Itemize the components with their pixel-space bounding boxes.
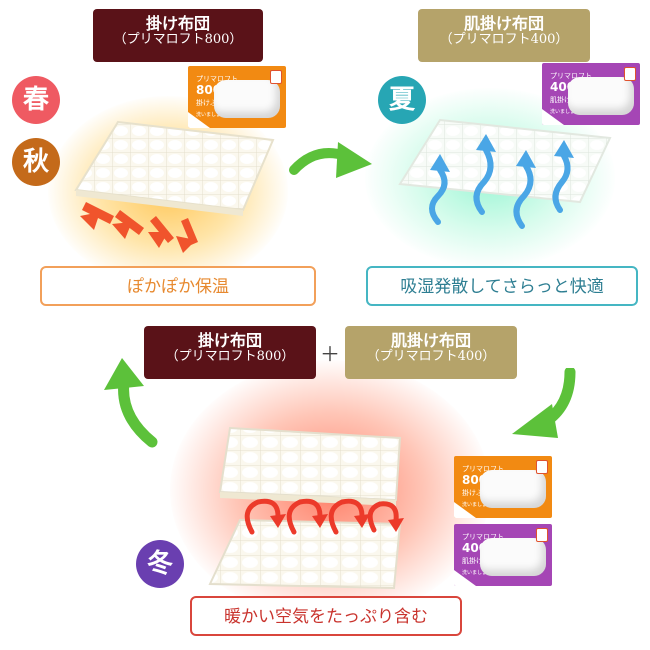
package-duvet-image: [480, 538, 546, 576]
winter-light-comforter-400-package: プリマロフト 400 肌掛けふとん 洗いましょう: [454, 524, 552, 586]
winter-comforter-800-package: プリマロフト 800 掛けふとん 洗いましょう: [454, 456, 552, 518]
comforter-illustration: [58, 110, 288, 260]
comforter-title: 掛け布団: [93, 15, 263, 33]
comforter-label: 掛け布団 （プリマロフト800）: [93, 9, 263, 62]
caption-cool: 吸湿発散してさらっと快適: [366, 266, 638, 306]
light-comforter-label: 肌掛け布団 （プリマロフト400）: [418, 9, 590, 62]
winter-comforter-label: 掛け布団 （プリマロフト800）: [144, 326, 316, 379]
cycle-arrow-down: [508, 368, 588, 448]
winter-light-comforter-label: 肌掛け布団 （プリマロフト400）: [345, 326, 517, 379]
layered-comforter-illustration: [200, 420, 460, 610]
winter-comforter-title: 掛け布団: [144, 332, 316, 350]
package-badge-icon: [536, 528, 548, 542]
caption-warm: ぽかぽか保温: [40, 266, 316, 306]
package-corner: [454, 570, 476, 586]
plus-sign: ＋: [320, 338, 340, 367]
cycle-arrow-right: [288, 138, 378, 188]
winter-light-comforter-title: 肌掛け布団: [345, 332, 517, 350]
season-autumn-badge: 秋: [12, 138, 60, 186]
caption-winter: 暖かい空気をたっぷり含む: [190, 596, 462, 636]
comforter-subtitle: （プリマロフト800）: [93, 33, 263, 48]
cycle-arrow-up: [98, 356, 168, 451]
winter-light-comforter-subtitle: （プリマロフト400）: [345, 350, 517, 365]
light-comforter-title: 肌掛け布団: [418, 15, 590, 33]
winter-comforter-subtitle: （プリマロフト800）: [144, 350, 316, 365]
light-comforter-subtitle: （プリマロフト400）: [418, 33, 590, 48]
season-winter-badge: 冬: [136, 540, 184, 588]
package-badge-icon: [624, 67, 636, 81]
package-duvet-image: [480, 470, 546, 508]
heat-down-arrows: [80, 202, 198, 253]
package-badge-icon: [270, 70, 282, 84]
package-corner: [454, 502, 476, 518]
season-spring-badge: 春: [12, 76, 60, 124]
light-comforter-illustration: [390, 110, 620, 250]
package-badge-icon: [536, 460, 548, 474]
